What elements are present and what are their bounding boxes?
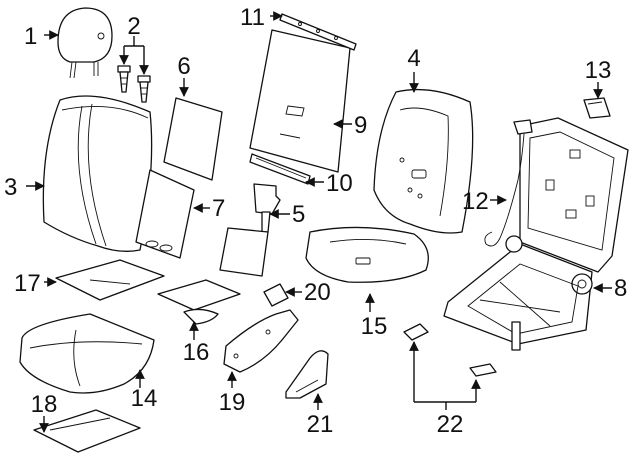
callout-10: 10 xyxy=(326,170,353,197)
callout-12: 12 xyxy=(462,188,489,215)
small-block-part xyxy=(263,283,289,307)
headrest-part xyxy=(57,7,113,79)
callout-20: 20 xyxy=(304,279,331,306)
callout-4: 4 xyxy=(407,45,420,72)
callout-14: 14 xyxy=(131,385,158,412)
back-board-part xyxy=(249,29,351,173)
seatback-cushion-part xyxy=(373,88,474,234)
seat-frame-part xyxy=(443,117,629,351)
callout-11: 11 xyxy=(240,4,265,31)
callout-2: 2 xyxy=(127,13,140,40)
seat-cushion-part xyxy=(305,226,429,283)
callout-8: 8 xyxy=(614,275,627,302)
side-trim-part xyxy=(223,309,299,373)
callout-13: 13 xyxy=(585,57,612,84)
cover-caps-part xyxy=(403,323,497,377)
callout-3: 3 xyxy=(4,174,17,201)
callout-16: 16 xyxy=(183,339,210,366)
callout-21: 21 xyxy=(307,411,334,438)
callout-18: 18 xyxy=(31,391,58,418)
callout-15: 15 xyxy=(361,313,388,340)
callout-1: 1 xyxy=(24,23,37,50)
rear-panel-part xyxy=(135,169,195,259)
seat-board-part xyxy=(55,259,165,301)
callout-17: 17 xyxy=(14,270,41,297)
callout-labels: 1 2 3 4 5 6 7 8 9 10 11 12 13 14 15 16 1… xyxy=(4,4,627,438)
seatback-cover-part xyxy=(42,95,153,252)
callout-22: 22 xyxy=(437,411,464,438)
leader-lines xyxy=(26,11,612,433)
wire-cable-part xyxy=(484,119,533,247)
under-pad-part xyxy=(33,409,141,453)
callout-19: 19 xyxy=(219,389,246,416)
mount-bracket-part xyxy=(219,183,281,277)
headrest-guides-part xyxy=(117,65,151,103)
cushion-cover-part xyxy=(19,313,155,394)
callout-6: 6 xyxy=(177,53,190,80)
heater-mat-part xyxy=(157,279,241,325)
callout-7: 7 xyxy=(212,195,225,222)
callout-9: 9 xyxy=(354,112,367,139)
trim-clip-part xyxy=(583,97,611,119)
back-pad-part xyxy=(163,97,223,181)
callout-5: 5 xyxy=(292,201,305,228)
finisher-part xyxy=(285,350,329,399)
